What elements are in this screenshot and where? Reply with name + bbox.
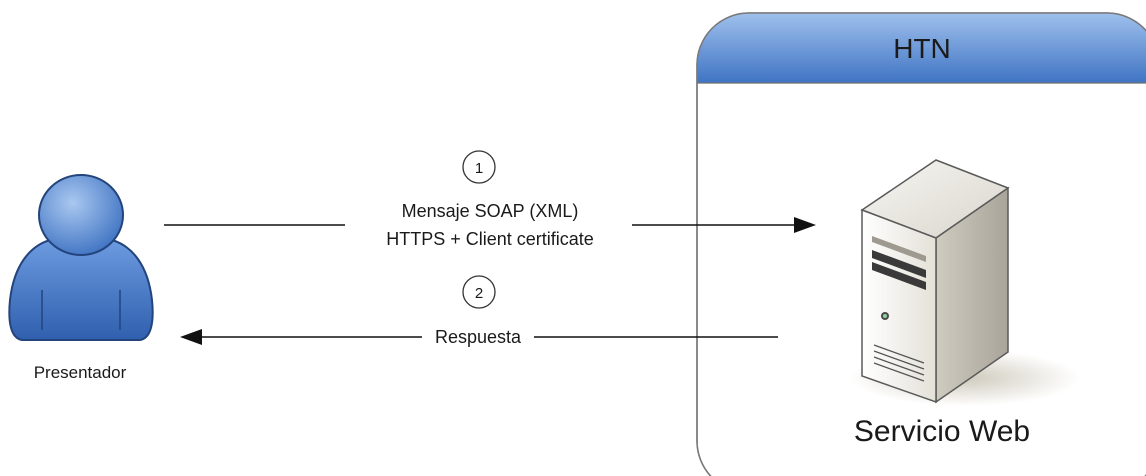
svg-text:1: 1	[475, 160, 483, 177]
server-icon	[850, 159, 1080, 406]
htn-title: HTN	[893, 33, 951, 64]
step-1-badge: 1	[462, 150, 496, 184]
htn-header	[697, 13, 1146, 83]
request-arrow	[164, 217, 816, 233]
request-label-line1: Mensaje SOAP (XML)	[402, 201, 579, 221]
response-arrow	[180, 329, 778, 345]
svg-text:2: 2	[475, 285, 483, 302]
response-label: Respuesta	[435, 327, 522, 347]
request-label-line2: HTTPS + Client certificate	[386, 229, 594, 249]
person-icon	[8, 174, 154, 341]
service-label: Servicio Web	[854, 415, 1030, 448]
step-2-badge: 2	[462, 275, 496, 309]
actor-label: Presentador	[34, 363, 127, 382]
